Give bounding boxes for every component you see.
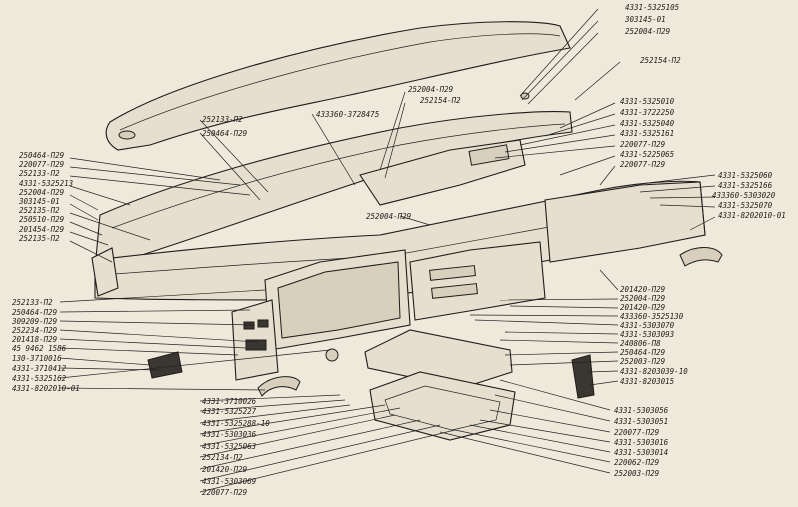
console-slot-2	[431, 283, 478, 299]
part-label: 201420-П29	[620, 285, 666, 294]
beam-inner-line	[111, 123, 566, 229]
part-label: 4331-5225065	[620, 150, 675, 159]
part-label: 4331-5325063	[202, 442, 257, 451]
right-end-panel	[544, 181, 706, 263]
part-label: 252004-П29	[408, 85, 454, 94]
cover-hole-left	[118, 130, 136, 140]
part-label: 250464-П29	[620, 348, 666, 357]
part-label: 303145-01	[624, 15, 666, 24]
part-label: 252003-П29	[620, 357, 666, 366]
part-label: 252004-П29	[620, 294, 666, 303]
part-label: 4331-8203015	[620, 377, 675, 386]
part-label: 4331-5303056	[614, 406, 669, 415]
part-label: 4331-5303016	[614, 438, 669, 447]
part-label: 4331-5325070	[718, 201, 773, 210]
console-frame	[409, 241, 546, 321]
part-label: 252003-П29	[614, 469, 660, 478]
part-label: 4331-8203039-10	[620, 367, 688, 376]
part-label: 4331-5303069	[202, 477, 257, 486]
part-label: 201418-П29	[12, 335, 58, 344]
part-label: 252154-П2	[420, 96, 461, 105]
part-label: 250464-П29	[12, 308, 58, 317]
knob	[325, 348, 339, 362]
part-label: 4331-5325166	[718, 181, 773, 190]
part-label: 252133-П2	[12, 298, 53, 307]
part-label: 4331-5325105	[625, 3, 680, 12]
part-label: 4331-5325162	[12, 374, 67, 383]
part-label: 4331-5325060	[718, 171, 773, 180]
connector-block	[147, 351, 183, 379]
part-label: 4331-5303014	[614, 448, 668, 457]
part-label: 250510-П29	[19, 215, 65, 224]
part-label: 130-3710016	[12, 354, 62, 363]
part-label: 240806-П8	[620, 339, 661, 348]
part-label: 252133-П2	[19, 169, 60, 178]
glovebox-inner	[384, 385, 501, 431]
part-label: 4331-5303036	[202, 430, 257, 439]
part-label: 252004-П29	[19, 188, 65, 197]
part-label: 4331-5325010	[620, 97, 675, 106]
part-label: 433360-3525130	[620, 312, 684, 321]
part-labels: 4331-5325105 303145-01 252004-П29 252154…	[11, 3, 786, 497]
top-cover-rib	[119, 33, 561, 131]
part-label: 252134-П2	[202, 453, 243, 462]
part-label: 4331-5303093	[620, 330, 675, 339]
part-label: 252135-П2	[19, 234, 60, 243]
part-label: 4331-8202010-01	[12, 384, 80, 393]
switch-c	[245, 339, 267, 351]
part-label: 250464-П29	[19, 151, 65, 160]
console-slot-1	[429, 265, 476, 281]
part-label: 252154-П2	[640, 56, 681, 65]
part-label: 220077-П29	[202, 488, 248, 497]
part-label: 201420-П29	[620, 303, 666, 312]
instrument-frame-window	[277, 261, 401, 339]
handle-bottom	[257, 376, 301, 397]
part-label: 252135-П2	[19, 206, 60, 215]
part-label: 220077-П29	[19, 160, 65, 169]
part-label: 252133-П2	[202, 115, 243, 124]
switch-a	[243, 321, 255, 330]
part-label: 220077-П29	[614, 428, 660, 437]
part-label: 433360-5303020	[712, 191, 776, 200]
part-label: 4331-3710026	[202, 397, 257, 406]
part-label: 201420-П29	[202, 465, 248, 474]
part-label: 250464-П29	[202, 129, 248, 138]
part-label: 4331-5325288-10	[202, 419, 270, 428]
part-label: 433360-3728475	[316, 110, 380, 119]
part-label: 4331-5325213	[19, 179, 74, 188]
part-label: 4331-3710412	[12, 364, 67, 373]
part-label: 252004-П29	[625, 27, 671, 36]
part-label: 4331-5325161	[620, 129, 674, 138]
handle-right	[679, 247, 723, 267]
part-label: 252234-П29	[12, 326, 58, 335]
bracket-right	[571, 354, 595, 399]
part-label: 252004-П29	[366, 212, 412, 221]
part-label: 4331-8202010-01	[718, 211, 786, 220]
part-label: 4331-3722250	[620, 108, 675, 117]
part-label: 4331-5325040	[620, 119, 675, 128]
part-label: 4331-5303051	[614, 417, 668, 426]
part-label: 4331-5325227	[202, 407, 257, 416]
part-label: 201454-П29	[19, 225, 65, 234]
part-label: 220077-П29	[620, 140, 666, 149]
top-cover-part	[105, 21, 571, 151]
leader-lines	[59, 8, 716, 493]
part-label: 4331-5303070	[620, 321, 675, 330]
part-label: 309209-П29	[11, 317, 58, 326]
part-label: 220077-П29	[620, 160, 666, 169]
end-bracket-left	[91, 247, 119, 297]
switch-b	[257, 319, 269, 328]
part-label: 303145-01	[18, 197, 60, 206]
part-label: 45 9462 1586	[12, 344, 67, 353]
part-label: 220062-П29	[614, 458, 660, 467]
glovebox-lid	[364, 329, 513, 389]
